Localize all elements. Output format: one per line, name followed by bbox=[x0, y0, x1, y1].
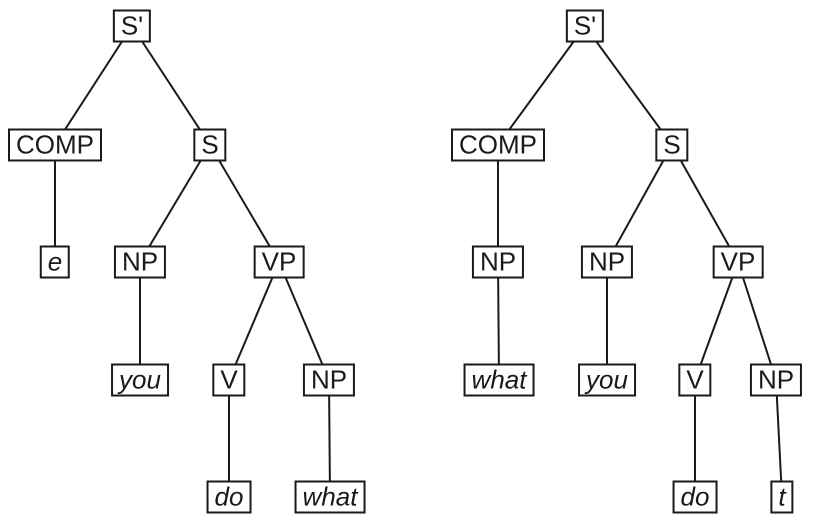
right-tree-node-v: V bbox=[678, 363, 712, 397]
edge-left-tree-s-vp bbox=[209, 144, 280, 263]
left-tree-node-do: do bbox=[206, 480, 252, 514]
right-tree-node-t: t bbox=[770, 480, 794, 514]
edge-left-tree-sbar-s bbox=[131, 25, 211, 146]
left-tree-node-sbar: S' bbox=[112, 9, 152, 43]
edge-left-tree-np-obj-what bbox=[328, 379, 331, 498]
right-tree-node-s: S bbox=[655, 128, 689, 162]
edge-right-tree-vp-v bbox=[694, 261, 739, 381]
left-tree-node-you: you bbox=[111, 363, 169, 397]
left-tree-node-what: what bbox=[294, 480, 366, 514]
left-tree-node-np-obj: NP bbox=[302, 363, 356, 397]
left-tree-node-s: S bbox=[193, 128, 227, 162]
right-tree-node-comp: COMP bbox=[451, 128, 545, 162]
right-tree-node-sbar: S' bbox=[565, 9, 605, 43]
right-tree-node-np-obj: NP bbox=[749, 363, 803, 397]
left-tree-node-comp: COMP bbox=[8, 128, 102, 162]
right-tree-node-np-subj: NP bbox=[580, 245, 634, 279]
edge-right-tree-sbar-s bbox=[584, 25, 673, 146]
right-tree-node-vp: VP bbox=[712, 245, 764, 279]
edge-right-tree-sbar-comp bbox=[497, 25, 586, 146]
edge-right-tree-s-vp bbox=[671, 144, 739, 263]
right-tree-node-np-comp: NP bbox=[471, 245, 525, 279]
edge-left-tree-sbar-comp bbox=[54, 25, 133, 146]
edge-right-tree-vp-np-obj bbox=[737, 261, 777, 381]
edge-left-tree-vp-np-obj bbox=[278, 261, 330, 381]
edge-left-tree-vp-v bbox=[228, 261, 280, 381]
edge-left-tree-s-np-subj bbox=[139, 144, 211, 263]
edge-right-tree-s-np-subj bbox=[606, 144, 673, 263]
left-tree-node-np-subj: NP bbox=[113, 245, 167, 279]
left-tree-node-e: e bbox=[39, 245, 71, 279]
left-tree-node-vp: VP bbox=[253, 245, 305, 279]
right-tree-node-what: what bbox=[463, 363, 535, 397]
left-tree-node-v: V bbox=[212, 363, 246, 397]
edge-right-tree-np-obj-t bbox=[775, 379, 783, 498]
right-tree-node-you: you bbox=[578, 363, 636, 397]
edge-right-tree-np-comp-what bbox=[497, 261, 500, 381]
right-tree-node-do: do bbox=[672, 480, 718, 514]
